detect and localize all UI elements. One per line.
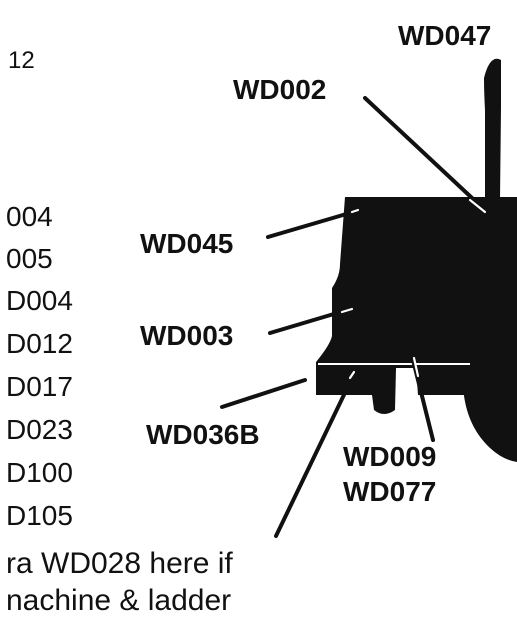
list-item: D017 [6,371,73,402]
callout-wd077: WD077 [343,476,437,507]
leader-wd009 [410,354,435,442]
top-left-number: 12 [8,47,35,74]
footnote-line: ra WD028 here if [6,547,233,580]
list-item: D100 [6,457,73,488]
list-item: 005 [6,243,53,274]
callout-wd009: WD009 [343,441,437,472]
leader-highlights [340,198,487,380]
callout-wd036b: WD036B [146,419,260,450]
callout-wd003: WD003 [140,320,234,351]
list-item: D012 [6,328,73,359]
exhaust-stack [484,58,501,200]
list-item: D105 [6,500,73,531]
callout-wd045: WD045 [140,228,234,259]
leader-wd045 [266,208,362,239]
leader-wd003 [268,306,356,335]
wheel [462,300,517,462]
callout-wd002: WD002 [233,74,327,105]
leader-lines [220,96,489,538]
list-item: D023 [6,414,73,445]
list-item: 004 [6,201,53,232]
leader-wd036b [220,378,307,409]
leader-wd002 [363,96,489,214]
list-item: D004 [6,285,73,316]
footnote-line: nachine & ladder [6,584,232,617]
callout-wd047: WD047 [398,20,492,51]
leader-wd028 [274,372,356,538]
